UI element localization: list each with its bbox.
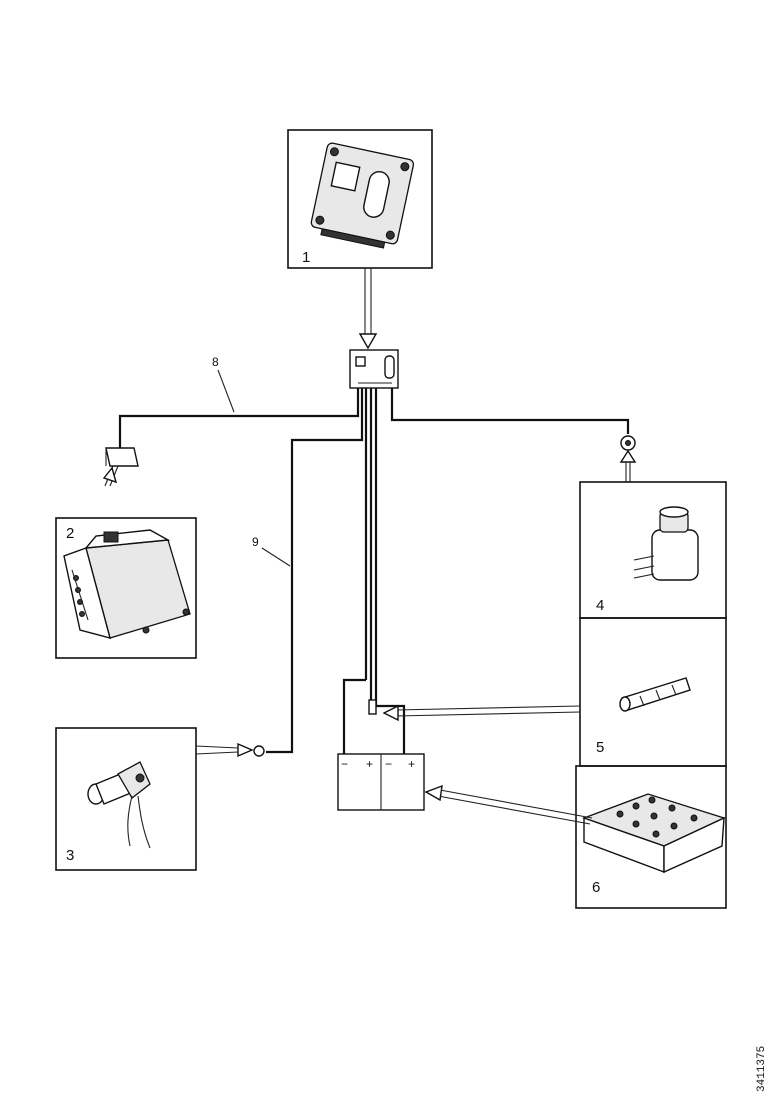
arrow-component-5	[382, 704, 581, 722]
arrow-unit-to-connector	[358, 268, 378, 350]
callout-9: 9	[252, 535, 259, 549]
battery-minus-left: −	[341, 757, 348, 771]
component-4-connector	[619, 435, 637, 482]
callout-9-group: 9	[252, 535, 291, 567]
component-1-control-unit: 1	[287, 129, 433, 269]
battery-minus-right: −	[385, 757, 392, 771]
arrow-component-3	[195, 742, 265, 758]
callout-4: 4	[596, 597, 604, 614]
battery-plus-right: +	[408, 757, 415, 771]
wire-9	[266, 388, 364, 754]
battery-plus-left: +	[366, 757, 373, 771]
component-4-module: 4	[579, 481, 727, 619]
wire-to-component-4	[390, 388, 630, 434]
callout-8-group: 8	[212, 355, 235, 413]
callout-3: 3	[66, 847, 74, 864]
callout-5: 5	[596, 739, 604, 756]
wire-8	[118, 388, 360, 448]
callout-1: 1	[302, 249, 310, 266]
central-connector	[349, 349, 399, 389]
component-6-fusebox: 6	[575, 765, 727, 909]
callout-8: 8	[212, 355, 219, 369]
callout-2: 2	[66, 525, 74, 542]
callout-6: 6	[592, 879, 600, 896]
arrow-component-6	[424, 784, 593, 825]
component-2-connector	[102, 447, 139, 487]
component-3-sensor: 3	[55, 727, 197, 871]
reference-code: 3411375	[756, 1046, 768, 1092]
component-5-module: 5	[579, 617, 727, 767]
wiring-harness	[118, 388, 630, 755]
battery-pack: − + − +	[337, 753, 425, 811]
component-2-module: 2	[55, 517, 197, 659]
